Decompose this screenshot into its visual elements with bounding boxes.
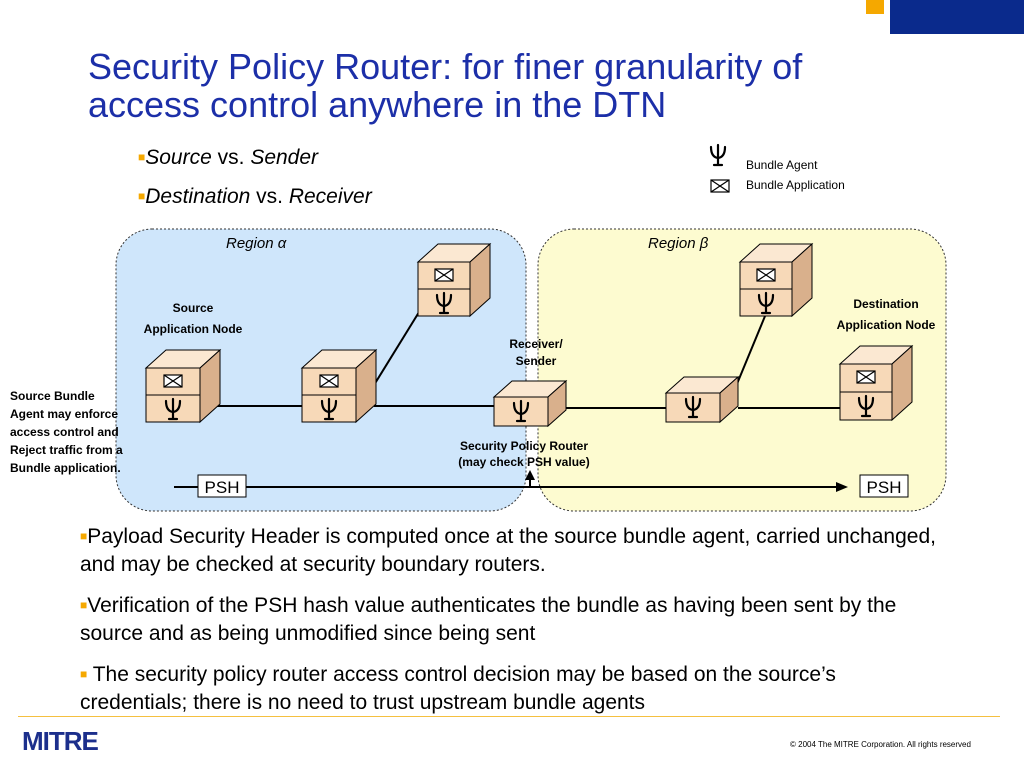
alpha-top-node	[416, 242, 492, 318]
sub2-term2: Receiver	[288, 185, 372, 208]
envelope-icon	[163, 374, 183, 388]
security-policy-router-node	[492, 379, 568, 428]
router-check-arrow-head	[525, 470, 535, 480]
envelope-icon	[756, 268, 776, 282]
legend-agent-label: Bundle Agent	[746, 158, 818, 172]
bullet-marker: ■	[138, 150, 146, 164]
bullet-item: ■ The security policy router access cont…	[80, 660, 940, 717]
legend-application-label: Bundle Application	[746, 178, 845, 192]
bullet-marker: ■	[80, 598, 88, 612]
sub2-mid: vs.	[250, 185, 289, 208]
link-lines	[216, 303, 840, 409]
psh-left-label: PSH	[205, 478, 240, 497]
destination-application-node	[838, 344, 914, 422]
bullet-marker: ■	[80, 529, 88, 543]
region-beta-label: Region β	[648, 235, 709, 252]
router-label-line2: (may check PSH value)	[458, 455, 589, 469]
subpoint-source-sender: ■Source vs. Sender	[138, 146, 318, 170]
sub2-term1: Destination	[145, 185, 251, 208]
source-label-line2: Application Node	[144, 322, 243, 336]
sub1-term1: Source	[145, 146, 212, 169]
corner-accent-blue	[890, 0, 1024, 34]
mitre-logo: MITRE	[22, 726, 99, 756]
beta-top-node	[738, 242, 814, 318]
psh-right-label: PSH	[867, 478, 902, 497]
region-alpha-label: Region α	[226, 235, 287, 252]
destination-label-line1: Destination	[853, 297, 918, 311]
source-agent-note-line4: Reject traffic from a	[10, 443, 123, 457]
psh-left-box	[197, 474, 247, 498]
source-application-node	[144, 348, 222, 424]
bullet-list: ■Payload Security Header is computed onc…	[80, 522, 940, 729]
sub1-term2: Sender	[250, 146, 319, 169]
source-label-line1: Source	[173, 301, 214, 315]
bullet-text: Verification of the PSH hash value authe…	[80, 594, 897, 645]
title-line-1: Security Policy Router: for finer granul…	[88, 46, 803, 87]
footer-divider	[18, 716, 1000, 717]
destination-label-line2: Application Node	[837, 318, 936, 332]
legend-envelope-icon	[710, 179, 730, 193]
bullet-item: ■Payload Security Header is computed onc…	[80, 522, 940, 579]
source-agent-note-line3: access control and	[10, 425, 119, 439]
corner-accent-yellow	[866, 0, 884, 14]
psh-arrow-head	[836, 482, 848, 492]
beta-relay-node	[664, 375, 740, 424]
alpha-relay-node	[300, 348, 378, 424]
envelope-icon	[434, 268, 454, 282]
copyright-notice: © 2004 The MITRE Corporation. All rights…	[790, 740, 971, 749]
source-agent-note-line1: Source Bundle	[10, 389, 95, 403]
bullet-text: Payload Security Header is computed once…	[80, 525, 936, 576]
bullet-marker: ■	[80, 667, 88, 681]
envelope-icon	[856, 370, 876, 384]
bullet-text: The security policy router access contro…	[80, 663, 836, 714]
legend-trident-icon	[709, 143, 727, 167]
sub1-mid: vs.	[211, 146, 251, 169]
bullet-item: ■Verification of the PSH hash value auth…	[80, 591, 940, 648]
receiver-label-line1: Receiver/	[509, 337, 563, 351]
source-agent-note-line5: Bundle application.	[10, 461, 121, 475]
psh-right-box	[859, 474, 909, 498]
source-agent-note-line2: Agent may enforce	[10, 407, 118, 421]
envelope-icon	[319, 374, 339, 388]
router-label-line1: Security Policy Router	[460, 439, 588, 453]
bullet-marker: ■	[138, 189, 146, 203]
title-line-2: access control anywhere in the DTN	[88, 84, 667, 125]
slide-title: Security Policy Router: for finer granul…	[88, 48, 888, 124]
receiver-label-line2: Sender	[516, 354, 557, 368]
subpoint-destination-receiver: ■Destination vs. Receiver	[138, 185, 372, 209]
